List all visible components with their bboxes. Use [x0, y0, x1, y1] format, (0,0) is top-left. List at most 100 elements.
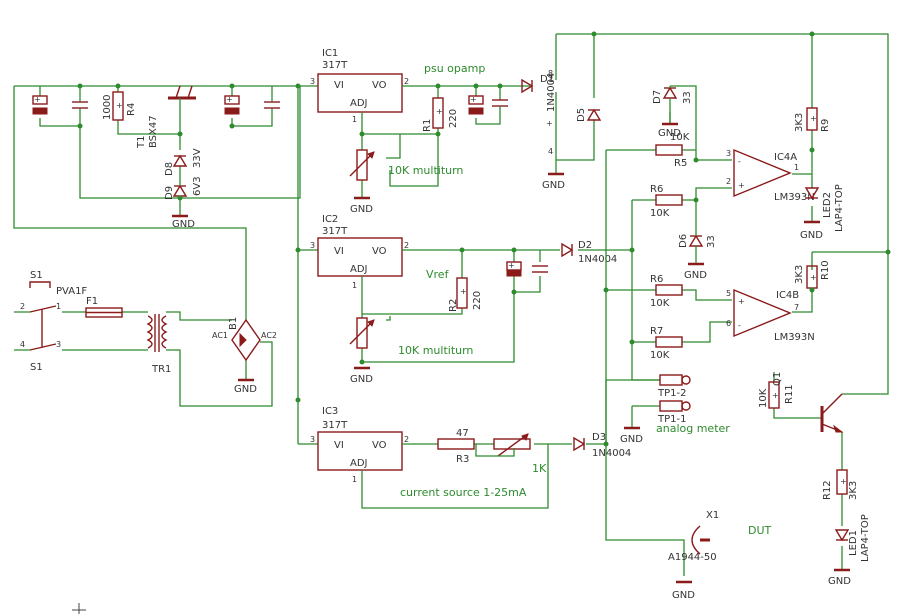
svg-text:317T: 317T	[322, 226, 348, 237]
resistor-r6b: R6 10K	[650, 274, 683, 309]
svg-text:R9: R9	[820, 119, 831, 132]
svg-text:+: +	[508, 261, 515, 270]
svg-text:1N4004: 1N4004	[546, 73, 557, 112]
svg-text:10K: 10K	[650, 208, 670, 219]
svg-text:D5: D5	[576, 108, 587, 122]
t1-value: BSX47	[148, 115, 159, 148]
svg-text:3K3: 3K3	[794, 113, 805, 132]
svg-text:VI: VI	[334, 246, 344, 257]
svg-text:R1: R1	[422, 119, 433, 132]
d9-label: D9	[164, 186, 175, 200]
electrolytic-capacitor: +	[224, 95, 240, 115]
zener-d9: D9 6V3	[164, 176, 203, 200]
capacitor	[492, 99, 508, 112]
svg-text:GND: GND	[542, 180, 565, 191]
svg-text:1: 1	[56, 302, 61, 311]
svg-text:VO: VO	[372, 246, 387, 257]
svg-text:R12: R12	[822, 480, 833, 500]
resistor-r11: + 10K R11	[758, 381, 795, 409]
svg-text:1: 1	[352, 475, 357, 484]
s1-label-top: S1	[30, 270, 43, 281]
r4-value: 1000	[102, 95, 113, 120]
led-led1: LED1 LAP4-TOP GND	[828, 514, 871, 587]
svg-text:8: 8	[548, 69, 553, 78]
gnd-symbol: GND	[350, 196, 373, 215]
gnd-symbol: GND	[350, 366, 373, 385]
svg-text:TP1-2: TP1-2	[657, 388, 686, 399]
svg-text:ADJ: ADJ	[350, 264, 368, 275]
svg-text:1: 1	[352, 115, 357, 124]
svg-text:+: +	[34, 95, 41, 104]
regulator-ic3: IC3 317T VI VO ADJ 3 2 1	[310, 406, 409, 484]
regulator-ic1: IC1 317T VI VO ADJ 3 2 1	[310, 48, 409, 124]
test-point-tp1-2: TP1-2	[657, 374, 691, 399]
svg-text:5: 5	[726, 289, 731, 298]
note-dut: DUT	[748, 524, 772, 537]
d8-value: 33V	[192, 148, 203, 168]
electrolytic-capacitor: +	[32, 95, 48, 115]
led-led2: LED2 LAP4-TOP GND	[800, 184, 845, 241]
svg-text:2: 2	[726, 177, 731, 186]
svg-text:LM393N: LM393N	[774, 332, 815, 343]
svg-text:VO: VO	[372, 80, 387, 91]
svg-text:2: 2	[404, 77, 409, 86]
svg-text:220: 220	[472, 291, 483, 310]
transistor-t1: T1 BSX47	[136, 85, 196, 149]
svg-text:TP1-1: TP1-1	[657, 414, 686, 425]
svg-text:+: +	[772, 391, 779, 400]
svg-text:IC3: IC3	[322, 406, 338, 417]
svg-text:X1: X1	[706, 510, 719, 521]
svg-text:2: 2	[20, 302, 25, 311]
note-10k-multiturn-2: 10K multiturn	[398, 344, 473, 357]
diode-d1: D1 1N4004	[521, 73, 557, 112]
svg-text:GND: GND	[350, 204, 373, 215]
capacitor	[532, 265, 548, 273]
note-psu-opamp: psu opamp	[424, 62, 485, 75]
gnd-label: GND	[172, 219, 195, 230]
svg-text:IC4A: IC4A	[774, 152, 797, 163]
resistor-r6a: R6 10K	[650, 184, 683, 219]
gnd-symbol: GND	[542, 160, 565, 191]
s1-label-bottom: S1	[30, 362, 43, 373]
electrolytic-capacitor: +	[506, 261, 522, 277]
svg-text:7: 7	[794, 303, 799, 312]
svg-text:R11: R11	[784, 384, 795, 404]
gnd-symbol: GND	[234, 378, 257, 395]
svg-text:-: -	[738, 157, 741, 166]
svg-text:+: +	[738, 181, 745, 190]
svg-text:+: +	[810, 273, 817, 282]
svg-text:3K3: 3K3	[848, 481, 859, 500]
s1-value: PVA1F	[56, 286, 87, 297]
transistor-q1: Q1	[772, 372, 844, 433]
svg-text:317T: 317T	[322, 420, 348, 431]
svg-text:LM393N: LM393N	[774, 192, 815, 203]
regulator-ic2: IC2 317T VI VO ADJ 3 2 1	[310, 214, 409, 290]
diode-d2: D2 1N4004	[561, 240, 617, 265]
svg-text:10K: 10K	[670, 132, 690, 143]
note-analog-meter: analog meter	[656, 422, 730, 435]
svg-text:Q1: Q1	[772, 372, 783, 386]
svg-text:D7: D7	[652, 90, 663, 104]
svg-text:R5: R5	[674, 158, 687, 169]
capacitor	[264, 96, 280, 118]
svg-text:IC4B: IC4B	[776, 290, 799, 301]
svg-text:GND: GND	[800, 230, 823, 241]
svg-text:+: +	[738, 297, 745, 306]
resistor-r1: + R1 220	[422, 97, 459, 132]
svg-text:GND: GND	[828, 576, 851, 587]
resistor-r7: R7 10K	[650, 326, 683, 361]
svg-text:220: 220	[448, 109, 459, 128]
svg-text:D2: D2	[578, 240, 592, 251]
resistor-r3: 47 R3	[437, 428, 475, 465]
svg-text:R2: R2	[448, 299, 459, 312]
trimmer-multiturn-2: 10K multiturn	[349, 317, 473, 357]
b1-label: B1	[228, 317, 239, 330]
r4-label: R4	[126, 103, 137, 116]
svg-text:D6: D6	[678, 234, 689, 248]
svg-text:1N4004: 1N4004	[578, 254, 617, 265]
svg-text:R3: R3	[456, 454, 469, 465]
svg-text:3: 3	[310, 435, 315, 444]
svg-text:GND: GND	[684, 270, 707, 281]
svg-text:IC2: IC2	[322, 214, 338, 225]
connector-x1: X1 A1944-50 GND	[668, 510, 719, 601]
